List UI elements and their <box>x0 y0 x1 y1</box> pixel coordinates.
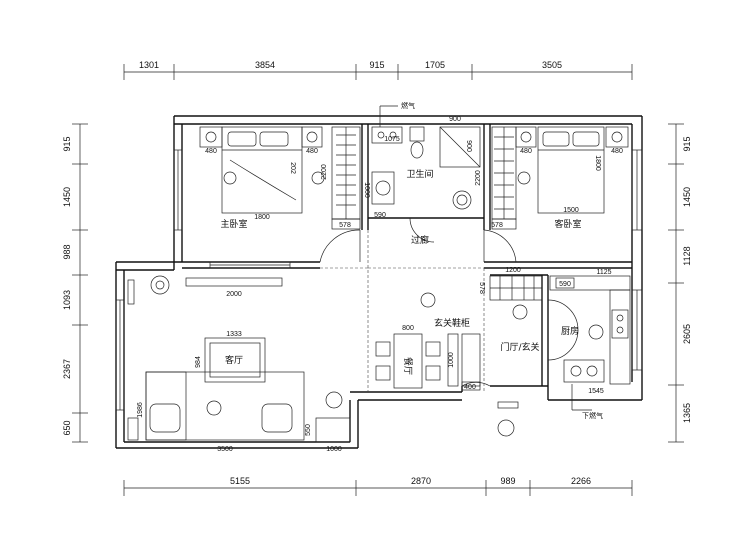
measure-800: 800 <box>402 325 414 332</box>
top-dimension-line: 1301 3854 915 1705 3505 <box>123 60 633 80</box>
left-dimension-line: 915 1450 988 1093 2367 650 <box>62 123 88 443</box>
room-labels: 主卧室 客卧室 卫生间 过廊 客厅 玄关鞋柜 餐厅 门厅/玄关 厨房 <box>220 168 581 375</box>
label-second-bedroom: 客卧室 <box>554 218 581 230</box>
bottom-dimension-line: 5155 2870 989 2266 <box>123 476 633 496</box>
label-master-bedroom: 主卧室 <box>220 218 247 230</box>
measure-1333: 1333 <box>226 331 242 338</box>
dim-top-4: 1705 <box>425 60 445 70</box>
measure-900a: 900 <box>449 116 461 123</box>
label-corridor: 过廊 <box>411 234 429 246</box>
measure-1800b: 1800 <box>594 155 601 171</box>
measure-1000a: 1000 <box>363 182 370 198</box>
master-bed <box>221 126 303 214</box>
dim-left-2: 1450 <box>62 187 72 207</box>
coffee-table <box>204 337 266 383</box>
right-dimension-line: 915 1450 1128 2605 1365 <box>668 123 692 443</box>
washbasin <box>371 171 395 205</box>
measure-3500: 3500 <box>217 446 233 453</box>
measure-480d: 480 <box>611 148 623 155</box>
dim-bottom-3: 989 <box>500 476 515 486</box>
measure-578b: 578 <box>491 222 503 229</box>
measure-1500: 1500 <box>563 207 579 214</box>
dim-bottom-2: 2870 <box>411 476 431 486</box>
side-table <box>315 417 351 443</box>
tv-cabinet <box>185 277 283 287</box>
toilet <box>409 126 425 142</box>
measure-2200b: 2200 <box>475 170 482 186</box>
shower-area <box>439 126 481 168</box>
measure-984: 984 <box>195 356 202 368</box>
measure-1986: 1986 <box>137 402 144 418</box>
living-room-furniture <box>127 275 351 443</box>
measure-1200: 1200 <box>505 267 521 274</box>
dim-right-3: 1128 <box>682 246 692 265</box>
label-foyer: 门厅/玄关 <box>500 341 539 353</box>
sink <box>611 309 629 339</box>
dim-top-2: 3854 <box>255 60 275 70</box>
measure-2000: 2000 <box>226 291 242 298</box>
kitchen-furniture <box>489 275 631 437</box>
dim-top-1: 1301 <box>139 60 159 70</box>
master-bedroom-furniture <box>199 126 361 230</box>
dim-left-4: 1093 <box>62 290 72 310</box>
measure-900b: 900 <box>465 140 472 152</box>
tv-stand-wall <box>127 279 135 305</box>
dining-furniture <box>375 292 481 391</box>
annotations: 燃气 下燃气 <box>379 101 603 420</box>
interior-measurements: 480 480 480 480 1800 1500 1800 2200 2200… <box>137 116 623 453</box>
zone-boundaries <box>320 230 485 392</box>
dim-right-2: 1450 <box>682 187 692 207</box>
label-living-room: 客厅 <box>225 354 243 366</box>
dim-top-3: 915 <box>369 60 384 70</box>
label-bathroom: 卫生间 <box>406 168 433 180</box>
measure-2200a: 2200 <box>321 164 328 180</box>
measure-1000b: 1000 <box>448 352 455 368</box>
gas-top-note: 燃气 <box>401 101 415 110</box>
measure-1125: 1125 <box>596 269 611 276</box>
second-bedroom-furniture <box>491 126 629 230</box>
measure-1000c: 1000 <box>326 446 342 453</box>
measure-480c: 480 <box>520 148 532 155</box>
dim-top-5: 3505 <box>542 60 562 70</box>
dim-bottom-1: 5155 <box>230 476 250 486</box>
dim-left-6: 650 <box>62 420 72 435</box>
windows <box>115 149 643 411</box>
measure-480b: 480 <box>306 148 318 155</box>
bath-vanity <box>371 126 403 144</box>
dim-right-5: 1365 <box>682 403 692 423</box>
measure-578a: 578 <box>339 222 351 229</box>
dim-left-3: 988 <box>62 244 72 259</box>
measure-1075: 1075 <box>384 136 400 143</box>
label-shoe-cabinet: 玄关鞋柜 <box>434 317 470 329</box>
measure-480a: 480 <box>205 148 217 155</box>
dim-right-4: 2605 <box>682 324 692 344</box>
kitchen-counter-right <box>609 289 631 385</box>
label-kitchen: 厨房 <box>561 325 579 337</box>
dim-right-1: 915 <box>682 136 692 151</box>
label-dining: 餐厅 <box>402 357 414 375</box>
measure-578c: 578 <box>478 282 485 294</box>
dining-table <box>393 333 423 389</box>
measure-1800a: 1800 <box>254 214 270 221</box>
second-bed <box>537 126 605 214</box>
kitchen-counter-top <box>549 275 631 291</box>
dim-bottom-4: 2266 <box>571 476 591 486</box>
measure-400: 400 <box>464 384 476 391</box>
shoe-cabinet <box>447 333 459 387</box>
plant <box>150 275 170 295</box>
dim-left-1: 915 <box>62 136 72 151</box>
stove <box>563 359 605 383</box>
measure-550: 550 <box>305 424 312 436</box>
measure-202: 202 <box>289 162 296 174</box>
bathroom-fixtures <box>371 126 481 210</box>
measure-590a: 590 <box>374 212 386 219</box>
measure-590b: 590 <box>559 281 571 288</box>
gas-bottom-note: 下燃气 <box>582 411 603 420</box>
measure-1545: 1545 <box>588 388 604 395</box>
dim-left-5: 2367 <box>62 359 72 379</box>
